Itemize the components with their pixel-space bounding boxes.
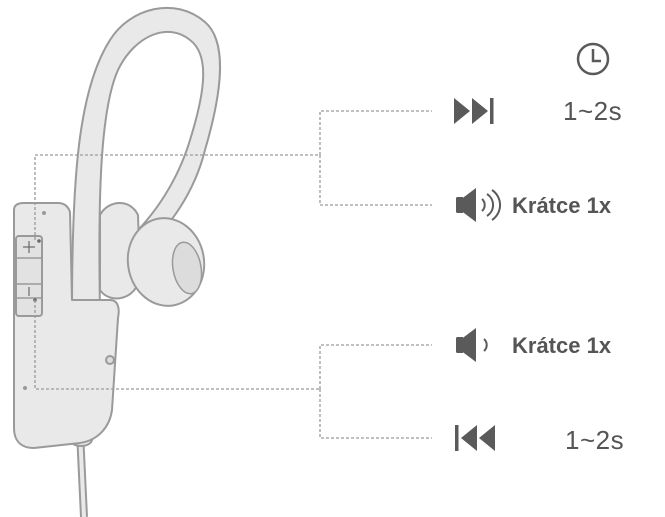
next-track-icon xyxy=(454,98,494,124)
button-strip xyxy=(15,235,43,317)
leader-volume-down xyxy=(319,344,432,389)
leader-volume-up xyxy=(319,155,432,206)
volume-up-press: Krátce 1x xyxy=(512,193,612,218)
volume-up-icon xyxy=(456,188,501,222)
previous-track-duration: 1~2s xyxy=(565,425,625,455)
next-track-duration: 1~2s xyxy=(563,96,623,126)
plus-button[interactable] xyxy=(23,239,41,253)
earphone-illustration xyxy=(13,6,221,517)
volume-down-press: Krátce 1x xyxy=(512,333,612,358)
clock-icon xyxy=(576,42,610,76)
leader-plus-main xyxy=(34,154,320,240)
leader-previous-track xyxy=(319,389,432,439)
previous-track-icon xyxy=(455,425,495,451)
volume-down-icon xyxy=(456,328,488,362)
leader-next-track xyxy=(319,110,432,155)
leader-lines xyxy=(34,110,432,439)
